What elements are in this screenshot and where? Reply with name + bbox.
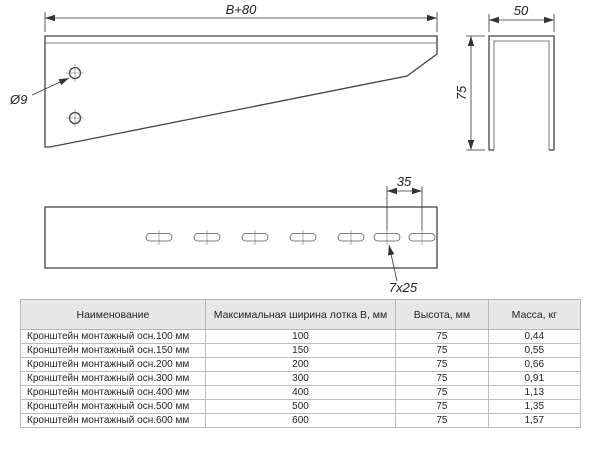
value-cell: 75 (395, 329, 489, 344)
value-cell: 75 (395, 371, 489, 386)
value-cell: 1,57 (487, 413, 582, 428)
end-width-dim-label: 50 (514, 3, 529, 18)
side-view: Ø9 B+80 (9, 2, 438, 148)
plan-view: 35 7x25 (44, 174, 438, 295)
value-cell: 100 (204, 329, 397, 344)
mounting-hole-top (66, 64, 84, 82)
value-cell: 0,91 (487, 371, 582, 386)
header-max-width: Максимальная ширина лотка B, мм (204, 299, 397, 330)
product-name-cell: Кронштейн монтажный осн.300 мм (20, 371, 206, 386)
value-cell: 0,55 (487, 343, 582, 358)
value-cell: 0,66 (487, 357, 582, 372)
value-cell: 500 (204, 399, 397, 414)
value-cell: 1,35 (487, 399, 582, 414)
header-height: Высота, мм (395, 299, 489, 330)
spec-table-header-row: Наименование Максимальная ширина лотка B… (20, 299, 582, 330)
value-cell: 75 (395, 413, 489, 428)
end-height-dim-label: 75 (454, 85, 469, 100)
value-cell: 0,44 (487, 329, 582, 344)
slot-row (145, 230, 436, 245)
value-cell: 200 (204, 357, 397, 372)
product-name-cell: Кронштейн монтажный осн.600 мм (20, 413, 206, 428)
value-cell: 1,13 (487, 385, 582, 400)
mounting-hole-bottom (66, 109, 84, 127)
header-name: Наименование (20, 299, 206, 330)
product-name-cell: Кронштейн монтажный осн.150 мм (20, 343, 206, 358)
product-name-cell: Кронштейн монтажный осн.200 мм (20, 357, 206, 372)
end-view: 50 75 (454, 3, 555, 151)
slot-pitch-dim-label: 35 (397, 174, 412, 189)
value-cell: 75 (395, 357, 489, 372)
value-cell: 400 (204, 385, 397, 400)
value-cell: 75 (395, 385, 489, 400)
technical-drawing: Ø9 B+80 50 75 (9, 2, 555, 295)
slot-size-label: 7x25 (389, 280, 418, 295)
value-cell: 75 (395, 399, 489, 414)
product-name-cell: Кронштейн монтажный осн.500 мм (20, 399, 206, 414)
product-name-cell: Кронштейн монтажный осн.400 мм (20, 385, 206, 400)
value-cell: 600 (204, 413, 397, 428)
side-width-dim-label: B+80 (226, 2, 257, 17)
product-name-cell: Кронштейн монтажный осн.100 мм (20, 329, 206, 344)
spec-table: Наименование Максимальная ширина лотка B… (20, 299, 582, 428)
value-cell: 150 (204, 343, 397, 358)
hole-diameter-label: Ø9 (9, 92, 27, 107)
value-cell: 300 (204, 371, 397, 386)
value-cell: 75 (395, 343, 489, 358)
header-mass: Масса, кг (487, 299, 582, 330)
